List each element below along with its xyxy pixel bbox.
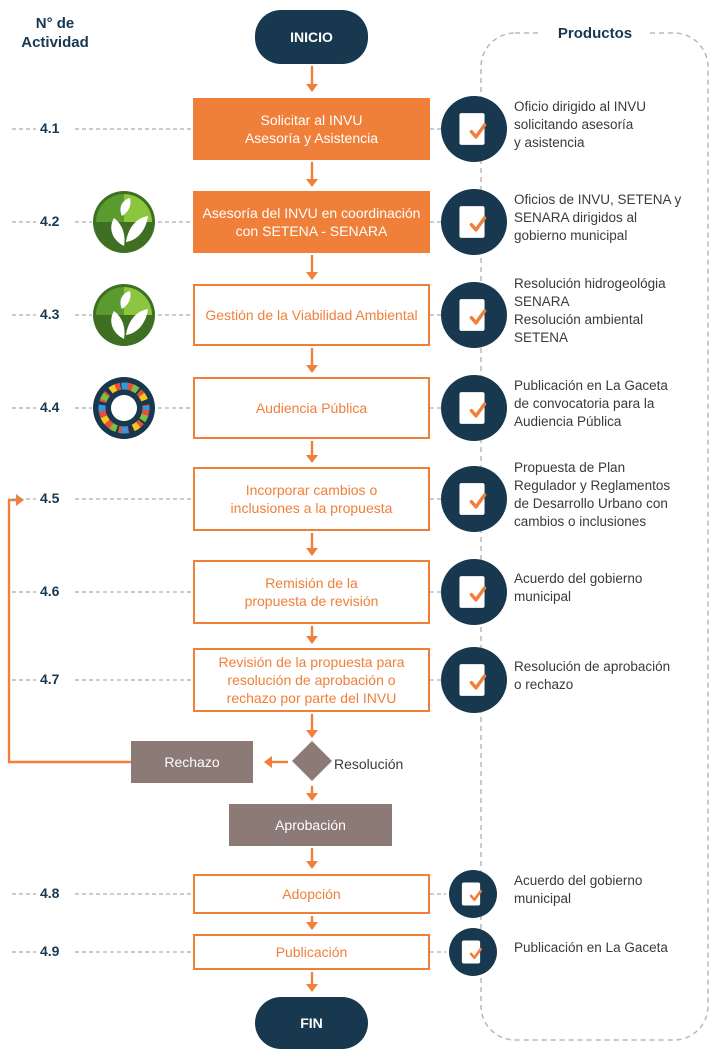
document-check-icon [449,928,497,976]
activity-number: 4.8 [40,885,60,901]
activity-number: 4.7 [40,671,60,687]
flow-arrowhead [306,984,318,992]
product-text: Publicación en La Gaceta [514,940,668,955]
step-box: Asesoría del INVU en coordinación con SE… [193,191,430,253]
product-text: Resolución hidrogeológia SENARA Resoluci… [514,276,666,345]
product-text: Oficio dirigido al INVU solicitando ases… [514,99,647,150]
flow-arrowhead [306,861,318,869]
product-text: Resolución de aprobación o rechazo [514,659,671,692]
flow-arrowhead [306,548,318,556]
activity-number-header: N° de Actividad [21,15,89,51]
flow-arrowhead [306,84,318,92]
flow-arrowhead [306,455,318,463]
product-text: Acuerdo del gobierno municipal [514,873,643,906]
reject-node: Rechazo [131,741,253,783]
product-text: Publicación en La Gaceta de convocatoria… [514,378,668,429]
decision-diamond [292,741,332,781]
step-box: Remisión de la propuesta de revisión [193,560,430,624]
step-box: Gestión de la Viabilidad Ambiental [193,284,430,346]
document-check-icon [441,647,507,713]
loop-back-arrowhead [16,494,24,506]
activity-number: 4.9 [40,943,60,959]
products-header: Productos [540,24,650,43]
flow-arrowhead [306,636,318,644]
activity-number: 4.3 [40,306,60,322]
start-node: INICIO [255,10,368,64]
activity-number: 4.4 [40,399,60,415]
activity-number: 4.6 [40,583,60,599]
flow-arrowhead [306,365,318,373]
activity-number: 4.2 [40,213,60,229]
document-check-icon [441,189,507,255]
document-check-icon [441,466,507,532]
document-check-icon [441,96,507,162]
step-box: Adopción [193,874,430,914]
document-check-icon [441,559,507,625]
reject-arrowhead [264,756,272,768]
flow-arrowhead [306,730,318,738]
product-text: Propuesta de Plan Regulador y Reglamento… [514,460,671,529]
decision-label: Resolución [334,756,404,772]
step-box: Audiencia Pública [193,377,430,439]
approve-node: Aprobación [229,804,392,846]
loop-back-line [7,498,131,764]
leaf-logo [92,190,156,254]
flow-arrowhead [306,922,318,930]
product-text: Acuerdo del gobierno municipal [514,571,643,604]
community-logo [92,376,156,440]
document-check-icon [441,282,507,348]
step-box: Solicitar al INVU Asesoría y Asistencia [193,98,430,160]
activity-number: 4.5 [40,490,60,506]
step-box: Publicación [193,934,430,970]
activity-number: 4.1 [40,120,60,136]
document-check-icon [441,375,507,441]
step-box: Revisión de la propuesta para resolución… [193,648,430,712]
flow-arrowhead [306,793,318,801]
leaf-logo [92,283,156,347]
product-text: Oficios de INVU, SETENA y SENARA dirigid… [514,192,682,243]
end-node: FIN [255,997,368,1049]
flow-arrowhead [306,272,318,280]
step-box: Incorporar cambios o inclusiones a la pr… [193,467,430,531]
flow-arrowhead [306,179,318,187]
document-check-icon [449,870,497,918]
